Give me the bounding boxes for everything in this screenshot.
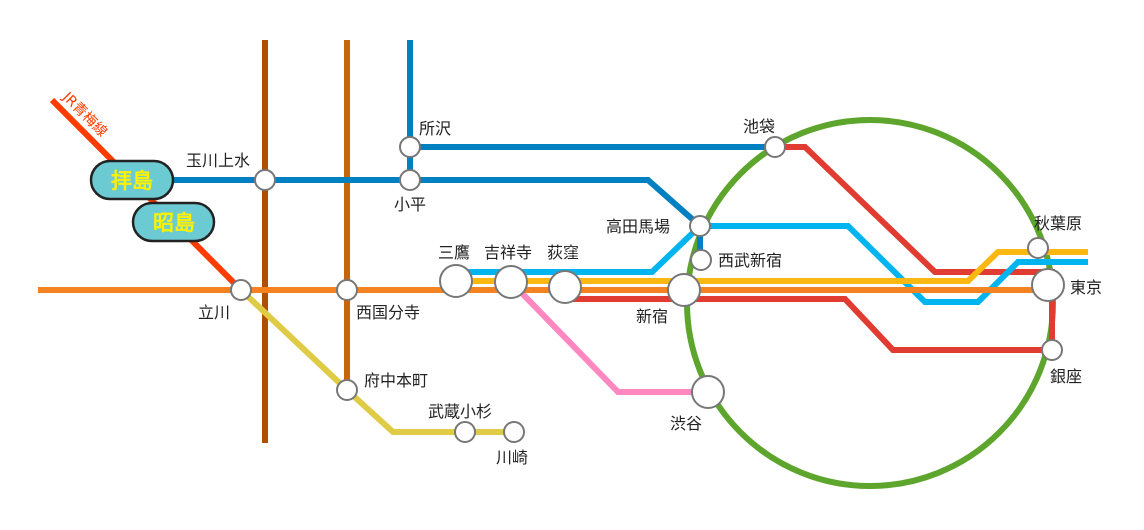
yamanote-line: [684, 117, 1056, 489]
label-ogikubo: 荻窪: [547, 243, 579, 262]
station-fuchuhommachi[interactable]: [336, 379, 358, 401]
label-musashikosugi: 武蔵小杉: [428, 402, 492, 421]
label-tachikawa: 立川: [198, 303, 230, 322]
inokashira-line: [508, 279, 708, 395]
label-shibuya: 渋谷: [670, 414, 702, 433]
station-mitaka[interactable]: [439, 264, 473, 298]
station-akihabara[interactable]: [1027, 237, 1049, 259]
station-shibuya[interactable]: [691, 375, 725, 409]
station-musashikosugi[interactable]: [454, 421, 476, 443]
station-tokorozawa[interactable]: [399, 136, 421, 158]
station-tamagawajosui[interactable]: [254, 169, 276, 191]
station-kodaira[interactable]: [399, 169, 421, 191]
station-kichijoji[interactable]: [494, 265, 528, 299]
label-takadanobaba: 高田馬場: [606, 217, 670, 236]
label-akihabara: 秋葉原: [1034, 214, 1082, 233]
station-tokyo[interactable]: [1031, 268, 1065, 302]
label-nishikokubunji: 西国分寺: [356, 303, 420, 322]
station-shinjuku[interactable]: [667, 273, 701, 307]
marunouchi-line-north: [775, 144, 1055, 350]
label-kodaira: 小平: [394, 195, 426, 214]
label-tokorozawa: 所沢: [419, 119, 451, 138]
marunouchi-line-south: [565, 296, 1052, 353]
tozai-line: [456, 223, 1088, 305]
station-pill-haijima[interactable]: 拝島: [89, 159, 175, 201]
label-ginza: 銀座: [1050, 367, 1082, 386]
station-ikebukuro[interactable]: [764, 136, 786, 158]
station-seibushinjuku[interactable]: [690, 249, 712, 271]
label-mitaka: 三鷹: [438, 243, 470, 262]
station-pill-label: 昭島: [153, 211, 195, 235]
nambu-line: [238, 287, 514, 435]
station-ginza[interactable]: [1041, 339, 1063, 361]
label-kichijoji: 吉祥寺: [484, 243, 532, 262]
station-kawasaki[interactable]: [503, 421, 525, 443]
station-tachikawa[interactable]: [230, 279, 252, 301]
label-seibushinjuku: 西武新宿: [718, 251, 782, 270]
label-shinjuku: 新宿: [636, 307, 668, 326]
label-fuchuhommachi: 府中本町: [364, 371, 428, 390]
label-ikebukuro: 池袋: [743, 117, 775, 136]
station-pill-akishima[interactable]: 昭島: [131, 201, 216, 243]
station-pill-label: 拝島: [111, 169, 153, 193]
station-takadanobaba[interactable]: [689, 215, 711, 237]
label-tamagawajosui: 玉川上水: [186, 151, 250, 170]
station-nishikokubunji[interactable]: [336, 279, 358, 301]
label-tokyo: 東京: [1070, 278, 1102, 297]
station-ogikubo[interactable]: [548, 270, 582, 304]
label-kawasaki: 川崎: [496, 448, 528, 467]
